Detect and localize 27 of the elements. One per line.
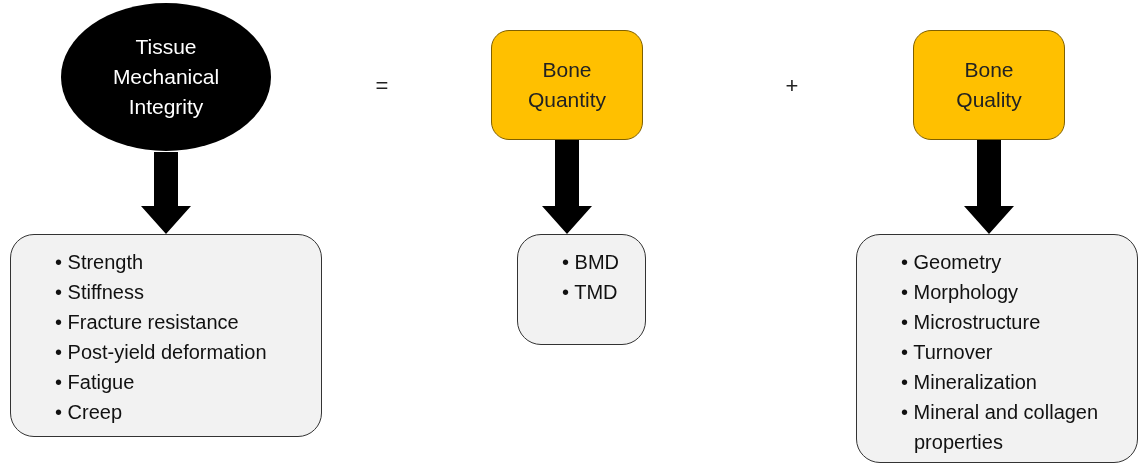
list-item: • TMD xyxy=(562,280,619,305)
list-box xyxy=(10,234,322,437)
process-box xyxy=(491,30,643,140)
list-item: • Geometry xyxy=(901,250,1002,275)
node-title: Tissue Mechanical Integrity xyxy=(111,34,221,120)
list-item: • BMD xyxy=(562,250,620,275)
list-box xyxy=(517,234,646,345)
node-title: Bone Quality xyxy=(955,57,1023,113)
arrow xyxy=(141,152,191,234)
list-item: • Fracture resistance xyxy=(55,310,239,335)
list-box xyxy=(856,234,1138,463)
list-item: • Morphology xyxy=(901,280,1019,305)
list-item: • Mineralization xyxy=(901,370,1038,395)
list-item: • Microstructure xyxy=(901,310,1041,335)
list-item: • Mineral and collagen properties xyxy=(901,400,1100,455)
list-item: • Stiffness xyxy=(55,280,145,305)
arrow xyxy=(964,140,1014,234)
operator-sign: + xyxy=(785,73,799,99)
list-item: • Fatigue xyxy=(55,370,135,395)
list-item: • Creep xyxy=(55,400,123,425)
list-item: • Turnover xyxy=(901,340,994,365)
operator-sign: = xyxy=(375,73,389,99)
node-title: Bone Quantity xyxy=(526,57,608,113)
arrow xyxy=(542,140,592,234)
list-item: • Post-yield deformation xyxy=(55,340,267,365)
process-box xyxy=(913,30,1065,140)
list-item: • Strength xyxy=(55,250,144,275)
